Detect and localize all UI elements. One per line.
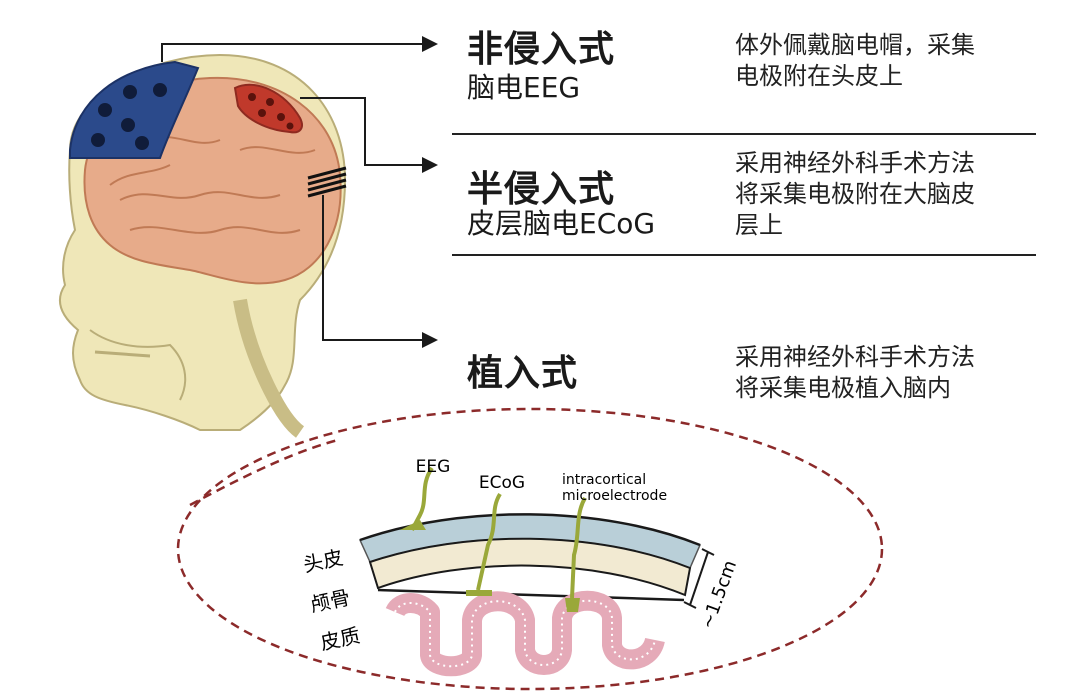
- inset-label-depth: ~1.5cm: [697, 558, 741, 632]
- method-title-noninvasive: 非侵入式: [467, 20, 615, 72]
- eeg-electrode-wire: [412, 468, 432, 530]
- desc-line: 采用神经外科手术方法: [735, 148, 975, 179]
- inset-label-cortex: 皮质: [318, 623, 362, 655]
- inset-label-scalp: 头皮: [301, 545, 345, 577]
- method-desc-semi-invasive: 采用神经外科手术方法 将采集电极附在大脑皮 层上: [735, 148, 975, 241]
- method-subtitle-semi-invasive: 皮层脑电ECoG: [467, 202, 655, 242]
- inset-label-eeg: EEG: [416, 457, 451, 477]
- desc-line: 电极附在头皮上: [735, 61, 975, 92]
- method-title-implant: 植入式: [467, 344, 578, 396]
- arrow-head-icon: [422, 332, 438, 348]
- desc-line: 层上: [735, 210, 975, 241]
- inset-label-skull: 颅骨: [308, 585, 352, 617]
- inset-label-ecog: ECoG: [479, 473, 525, 493]
- desc-line: 将采集电极植入脑内: [735, 373, 975, 404]
- microelectrode-tip: [565, 598, 580, 612]
- divider: [452, 254, 1036, 256]
- method-desc-implant: 采用神经外科手术方法 将采集电极植入脑内: [735, 342, 975, 404]
- eeg-electrode-pad: [400, 520, 426, 530]
- method-subtitle-noninvasive: 脑电EEG: [467, 66, 580, 106]
- ecog-electrode-pad: [466, 590, 492, 596]
- desc-line: 体外佩戴脑电帽，采集: [735, 30, 975, 61]
- desc-line: 采用神经外科手术方法: [735, 342, 975, 373]
- desc-line: 将采集电极附在大脑皮: [735, 179, 975, 210]
- cortex: [395, 601, 655, 667]
- inset-label-intracortical: intracortical: [562, 472, 646, 488]
- inset-label-microelectrode: microelectrode: [562, 488, 667, 504]
- method-desc-noninvasive: 体外佩戴脑电帽，采集 电极附在头皮上: [735, 30, 975, 92]
- head-illustration: [60, 55, 346, 432]
- arrow-head-icon: [422, 36, 438, 52]
- divider: [452, 133, 1036, 135]
- inset-pointer: [190, 440, 338, 505]
- arrow-head-icon: [422, 157, 438, 173]
